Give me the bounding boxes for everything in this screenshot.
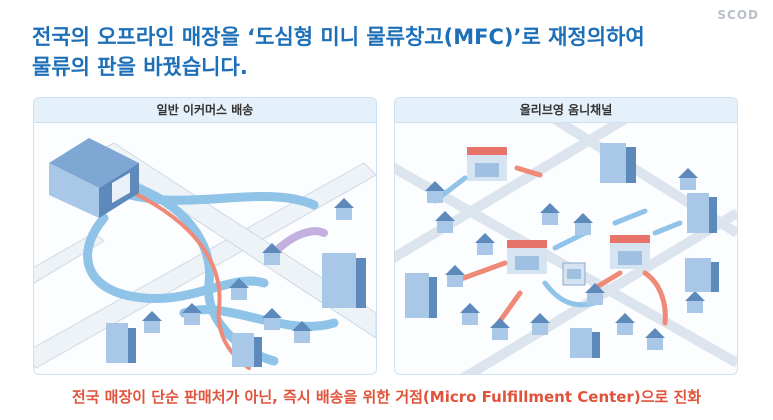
headline-line-1: 전국의 오프라인 매장을 ‘도심형 미니 물류창고(MFC)’로 재정의하여 <box>32 25 645 49</box>
store-icons <box>467 147 650 274</box>
general-ecommerce-panel: 일반 이커머스 배송 <box>33 97 377 375</box>
panel-title-general-ecommerce: 일반 이커머스 배송 <box>34 98 376 123</box>
route-blue-3 <box>83 213 269 304</box>
house-icon <box>490 318 510 340</box>
road-grid <box>395 123 737 374</box>
apartment-icon <box>322 253 366 308</box>
delivery-arrow-icon <box>592 270 623 291</box>
house-icon <box>262 243 282 265</box>
omnichannel-illustration <box>395 123 737 374</box>
house-icon <box>573 213 593 235</box>
house-icon <box>645 328 665 350</box>
house-icon <box>562 262 586 286</box>
house-icon <box>460 303 480 325</box>
house-icon <box>292 321 312 343</box>
house-icon <box>685 291 705 313</box>
bottom-caption: 전국 매장이 단순 판매처가 아닌, 즉시 배송을 위한 거점(Micro Fu… <box>71 388 702 406</box>
panel-title-omnichannel: 올리브영 옴니채널 <box>395 98 737 123</box>
neighborhood-buildings <box>405 143 719 358</box>
omnichannel-panel: 올리브영 옴니채널 <box>394 97 738 375</box>
apartment-icon <box>687 193 717 233</box>
house-icon <box>334 198 354 220</box>
warehouse-icon <box>49 138 139 218</box>
house-icon <box>229 278 249 300</box>
route-purple-1 <box>270 227 328 257</box>
apartment-icons <box>106 253 366 367</box>
delivery-arrow-icon <box>642 270 668 326</box>
house-icon <box>585 283 605 305</box>
brand-logo: SCOD <box>717 8 759 22</box>
house-icon <box>678 168 698 190</box>
house-icons <box>142 198 354 343</box>
apartment-icon <box>570 328 600 358</box>
delivery-arrow-icons <box>432 165 683 331</box>
delivery-arrow-icon <box>514 165 543 178</box>
apartment-icon <box>685 258 719 292</box>
route-blue-4 <box>179 305 339 331</box>
house-icon <box>425 181 445 203</box>
delivery-arrow-icon <box>612 208 648 226</box>
house-icon <box>182 303 202 325</box>
apartment-icon <box>600 143 636 183</box>
apartment-icon <box>405 273 437 318</box>
house-icon <box>615 313 635 335</box>
store-icon <box>610 235 650 269</box>
store-icon <box>507 240 547 274</box>
apartment-icon <box>232 333 262 367</box>
general-ecommerce-illustration <box>34 138 376 370</box>
house-icon <box>262 308 282 330</box>
house-icon <box>540 203 560 225</box>
house-icon <box>475 233 495 255</box>
house-icon <box>142 311 162 333</box>
store-icon <box>467 147 507 181</box>
page-headline: 전국의 오프라인 매장을 ‘도심형 미니 물류창고(MFC)’로 재정의하여 물… <box>32 22 645 82</box>
house-icon <box>435 211 455 233</box>
apartment-icon <box>106 323 136 363</box>
house-icon <box>445 265 465 287</box>
delivery-arrow-icon <box>652 220 683 236</box>
headline-line-2: 물류의 판을 바꿨습니다. <box>32 55 248 79</box>
delivery-arrow-icon <box>552 230 588 251</box>
house-icon <box>530 313 550 335</box>
